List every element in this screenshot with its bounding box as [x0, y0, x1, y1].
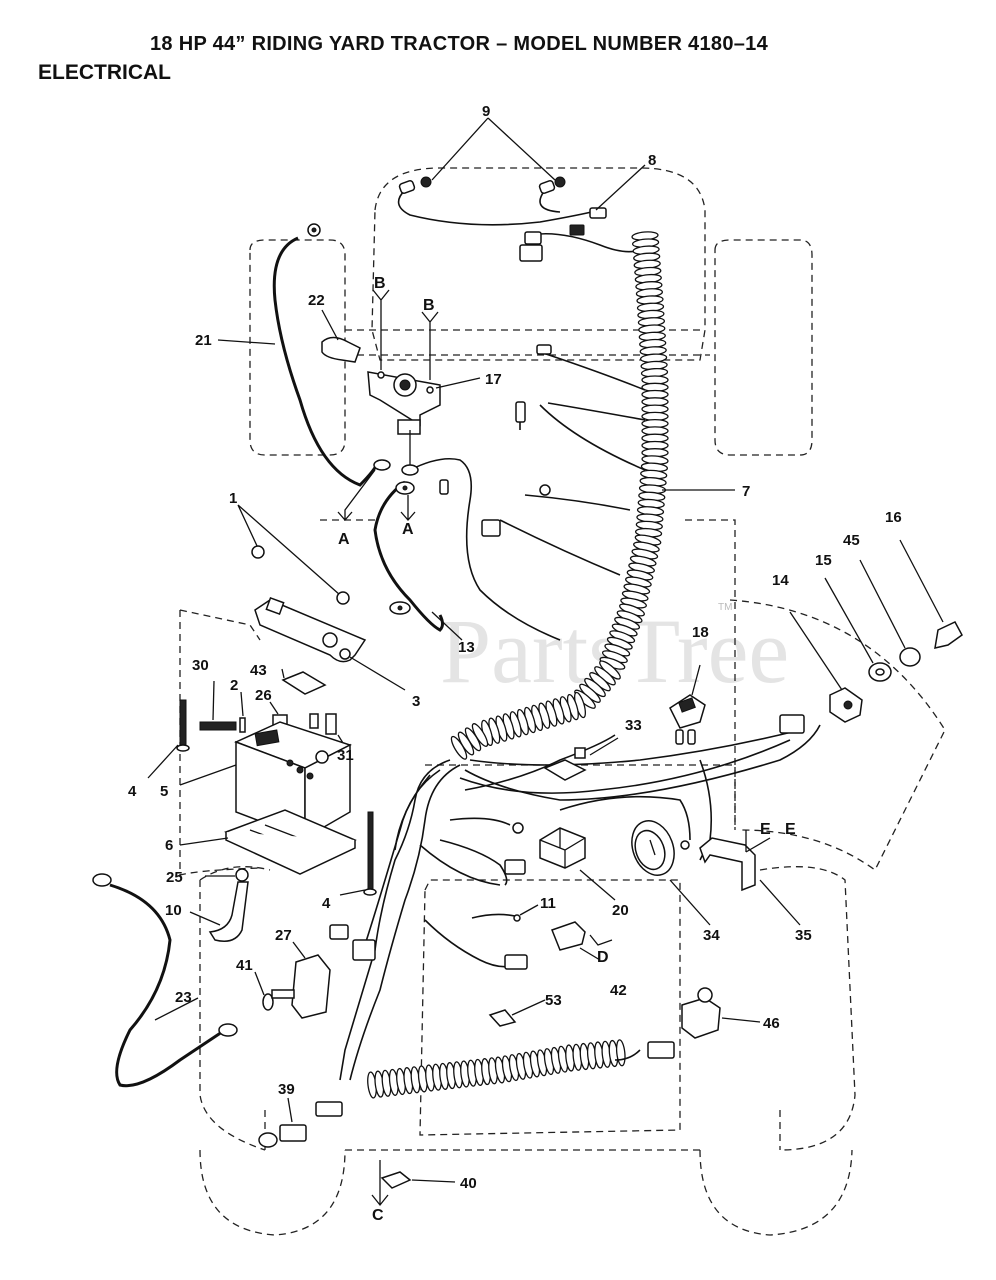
connector-b-marks — [372, 289, 439, 380]
ground-clip-40 — [371, 1160, 456, 1207]
relay-20 — [539, 827, 616, 901]
harness-coil-rings — [450, 231, 669, 760]
label-part-27: 27 — [275, 927, 292, 944]
battery-hold-down — [237, 504, 406, 691]
section-title: ELECTRICAL — [38, 61, 171, 84]
label-part-17: 17 — [485, 371, 502, 388]
interlock-switch-46 — [681, 987, 761, 1039]
label-part-33: 33 — [625, 717, 642, 734]
label-part-21: 21 — [195, 332, 212, 349]
label-part-2: 2 — [230, 677, 238, 694]
label-part-11: 11 — [540, 895, 556, 912]
label-part-5: 5 — [160, 783, 168, 800]
label-part-16: 16 — [885, 509, 902, 526]
label-part-14: 14 — [772, 572, 789, 589]
pto-switch — [271, 941, 331, 1019]
harness-connectors — [315, 714, 805, 1117]
battery-bolts — [147, 699, 377, 896]
hour-meter — [631, 820, 711, 926]
connector-e-right: E — [785, 821, 796, 838]
connector-d: D — [597, 949, 609, 966]
positive-cable — [217, 223, 391, 487]
diagram-title: 18 HP 44” RIDING YARD TRACTOR – MODEL NU… — [150, 33, 769, 55]
label-part-40: 40 — [460, 1175, 477, 1192]
label-part-35: 35 — [795, 927, 812, 944]
battery-tray — [179, 809, 357, 875]
label-part-45: 45 — [843, 532, 860, 549]
solenoid-assembly — [367, 371, 481, 470]
ignition-switch — [789, 539, 963, 723]
lower-harness-wires — [339, 724, 821, 1081]
label-part-53: 53 — [545, 992, 562, 1009]
connector-b-right: B — [423, 297, 435, 314]
label-part-42: 42 — [610, 982, 627, 999]
terminal-boot — [321, 309, 361, 363]
battery-cable-negative — [92, 868, 274, 1088]
label-part-3: 3 — [412, 693, 420, 710]
connector-b-left: B — [374, 275, 386, 292]
label-part-20: 20 — [612, 902, 629, 919]
label-part-26: 26 — [255, 687, 272, 704]
connector-e-left: E — [760, 821, 771, 838]
meter-bracket — [699, 830, 801, 926]
label-part-4a: 4 — [128, 783, 137, 800]
wiring-harness-coil — [481, 231, 646, 576]
connector-a-marks — [337, 469, 416, 521]
label-part-8: 8 — [648, 152, 656, 169]
label-part-18: 18 — [692, 624, 709, 641]
label-part-25: 25 — [166, 869, 183, 886]
label-part-6: 6 — [165, 837, 173, 854]
tractor-outline — [179, 167, 946, 1236]
label-part-30: 30 — [192, 657, 209, 674]
headlight-bulbs — [397, 117, 646, 236]
seat-switch — [669, 664, 706, 729]
label-part-39: 39 — [278, 1081, 295, 1098]
small-parts — [471, 904, 613, 1027]
battery — [179, 721, 352, 840]
connector-a-left: A — [338, 531, 350, 548]
label-part-22: 22 — [308, 292, 325, 309]
label-part-1: 1 — [229, 490, 237, 507]
label-part-13: 13 — [458, 639, 475, 656]
lower-harness-coil-rings — [367, 1039, 626, 1099]
connector-a-right: A — [402, 521, 414, 538]
terminal-39 — [258, 1097, 307, 1148]
label-part-15: 15 — [815, 552, 832, 569]
relay-33 — [543, 737, 619, 781]
watermark-trademark: TM — [718, 602, 732, 613]
label-part-4b: 4 — [322, 895, 331, 912]
label-part-46: 46 — [763, 1015, 780, 1032]
label-part-10: 10 — [165, 902, 182, 919]
label-part-34: 34 — [703, 927, 720, 944]
ground-cable — [373, 457, 561, 641]
label-part-31: 31 — [337, 747, 354, 764]
label-part-9: 9 — [482, 103, 490, 120]
label-part-43: 43 — [250, 662, 267, 679]
connector-c: C — [372, 1207, 384, 1224]
label-part-23: 23 — [175, 989, 192, 1006]
label-part-7: 7 — [742, 483, 750, 500]
label-part-41: 41 — [236, 957, 253, 974]
